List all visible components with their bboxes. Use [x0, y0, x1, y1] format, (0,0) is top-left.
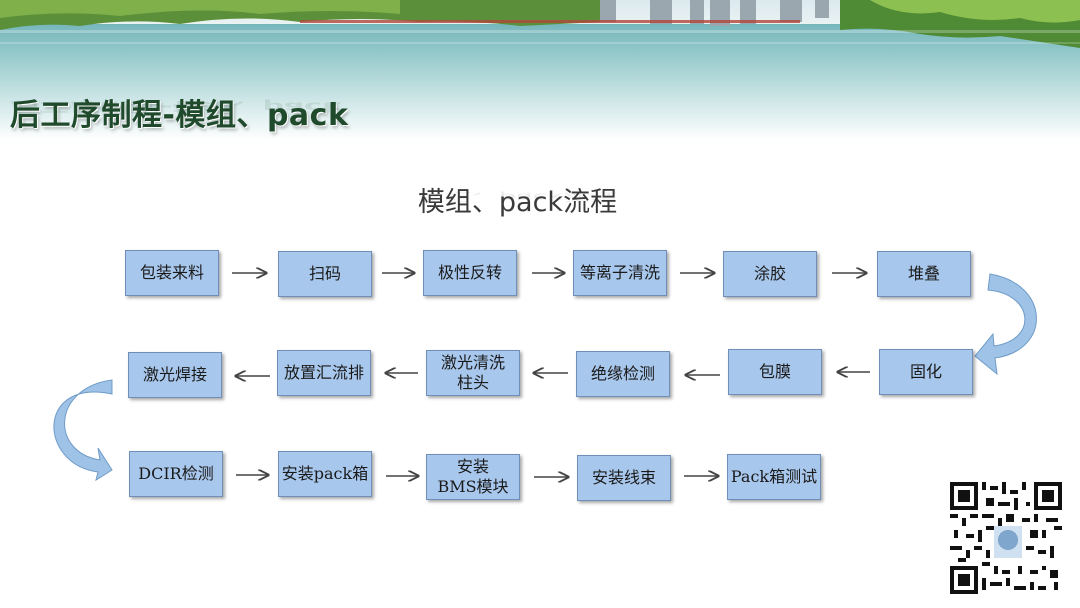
step-film-wrap: 包膜 [728, 349, 822, 395]
step-plasma-clean: 等离子清洗 [573, 250, 667, 296]
step-cure: 固化 [879, 349, 973, 395]
page-title: 后工序制程-模组、pack [10, 98, 349, 133]
curved-arrow-right [974, 273, 1037, 376]
step-glue: 涂胶 [723, 251, 817, 297]
step-scan-code: 扫码 [278, 251, 372, 297]
header-banner [0, 0, 1080, 140]
scenery-image [0, 0, 1080, 140]
step-pack-box-test: Pack箱测试 [727, 454, 821, 500]
step-packaging-incoming: 包装来料 [125, 250, 219, 296]
step-place-busbar: 放置汇流排 [277, 350, 371, 396]
step-laser-weld: 激光焊接 [128, 352, 222, 398]
step-install-pack-box: 安装pack箱 [278, 451, 372, 497]
step-install-harness: 安装线束 [577, 455, 671, 501]
step-polarity-reverse: 极性反转 [423, 250, 517, 296]
flow-title: 模组、pack流程 [417, 187, 618, 218]
step-install-bms: 安装 BMS模块 [426, 454, 520, 500]
step-stack: 堆叠 [877, 251, 971, 297]
step-dcir-test: DCIR检测 [129, 451, 223, 497]
step-laser-clean-pole: 激光清洗 柱头 [426, 350, 520, 396]
step-insulation-test: 绝缘检测 [576, 351, 670, 397]
curved-arrow-left [53, 379, 113, 482]
qr-code [950, 482, 1062, 594]
